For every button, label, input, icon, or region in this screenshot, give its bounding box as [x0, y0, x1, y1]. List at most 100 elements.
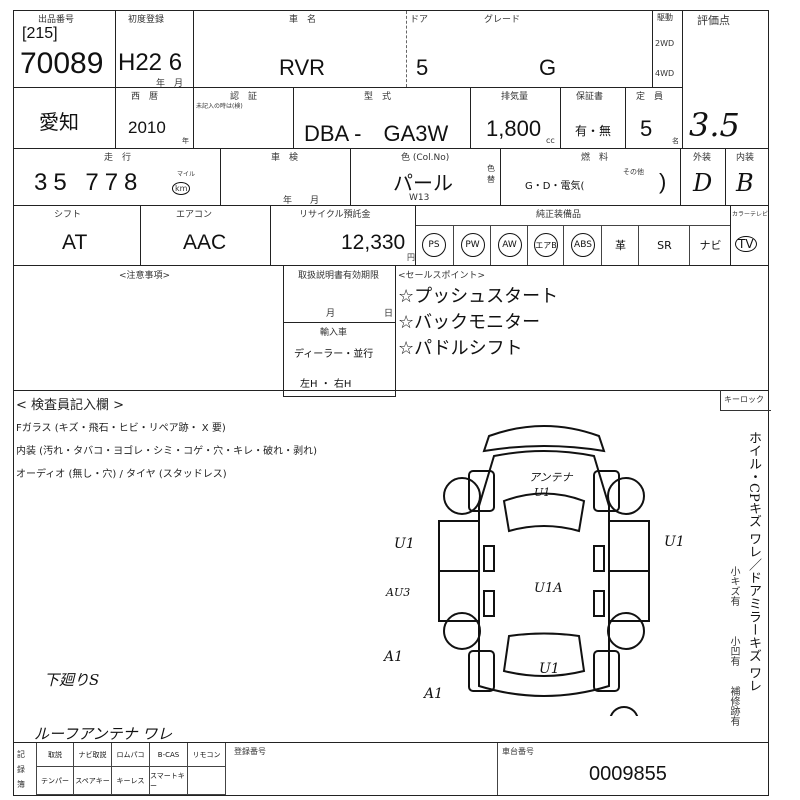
bottom-equip-keyless: キーレス [112, 767, 150, 795]
audio-tire-line: オーディオ (無し・穴) / タイヤ (スタッドレス) [16, 469, 227, 480]
mark-quarter: A1 [384, 649, 404, 665]
first-reg-unit: 年 月 [156, 79, 184, 89]
chassis-label: 車台番号 [502, 747, 534, 756]
model-label: 型 式 [364, 92, 392, 102]
side-note: ホイル・CPキズ ワレ／ドアミラーキズ ワレ [746, 431, 761, 692]
cap-label: 定 員 [636, 92, 664, 102]
bottom-row: 記録簿 取説 ナビ取説 ロムパコ B-CAS リモコン テンパー スペアキー キ… [13, 742, 769, 796]
mark-roof: U1 [534, 486, 551, 499]
mark-antenna: アンテナ [529, 471, 573, 484]
chassis-number: 0009855 [589, 763, 667, 785]
color-cell: 色 (Col.No) パール W13 色替 [350, 148, 501, 206]
equip-aw-label: AW [497, 233, 522, 257]
color-change-label: 色替 [487, 164, 495, 184]
int-value: B [736, 169, 754, 197]
side-note-repair: 補修跡有 [728, 686, 739, 726]
equip-abs-label: ABS [571, 233, 595, 257]
car-name: RVR [279, 55, 326, 80]
bottom-equip-manual: 取説 [36, 743, 74, 767]
lot-prefix: [215] [22, 25, 58, 42]
shaken-cell: 車 検 年 月 [220, 148, 351, 206]
reg-number-label: 登録番号 [234, 747, 266, 756]
import-cell: 輸入車 ディーラー・並行 左H ・ 右H [283, 322, 396, 397]
region: 愛知 [39, 112, 79, 134]
equip-leather: 革 [601, 225, 639, 265]
shift-label: シフト [54, 210, 82, 220]
drive-2wd: 2WD [655, 39, 675, 48]
fuel-value: G・D・電気( [525, 181, 585, 192]
color-code: W13 [409, 193, 430, 203]
shift-value: AT [62, 231, 88, 254]
equip-sr: SR [638, 225, 690, 265]
fuel-label: 燃 料 [581, 153, 609, 163]
mark-left-door: U1 [394, 536, 415, 552]
fuel-other: その他 [623, 168, 644, 176]
bottom-equip-navi-manual: ナビ取説 [74, 743, 112, 767]
interior-line: 内装 (汚れ・タバコ・ヨゴレ・シミ・コゲ・穴・キレ・破れ・剥れ) [16, 446, 317, 457]
import-value: ディーラー・並行 [294, 349, 374, 360]
mark-right-door: U1 [664, 534, 685, 550]
fuel-close: ) [659, 169, 667, 194]
displacement-cell: 排気量 1,800 cc [470, 87, 561, 149]
equip-pw: PW [453, 225, 491, 265]
notes-cell: <注意事項> [13, 265, 284, 391]
year-value: 2010 [128, 118, 166, 137]
bottom-equip-empty [188, 767, 226, 795]
shaken-unit: 年 月 [283, 196, 320, 206]
year-unit: 年 [182, 137, 189, 145]
warranty-cell: 保証書 有・無 [560, 87, 626, 149]
recycle-cell: リサイクル預託金 12,330 円 [270, 205, 416, 266]
tv-value: TV [735, 236, 757, 252]
equip-pw-label: PW [460, 233, 485, 257]
shift-cell: シフト AT [13, 205, 141, 266]
keylock-box: キーロック [720, 390, 771, 411]
model-value: DBA - GA3W [304, 121, 449, 146]
mileage-label: 走 行 [104, 153, 132, 163]
door-label: ドア [410, 15, 429, 25]
door-value: 5 [416, 55, 429, 80]
first-reg-cell: 初度登録 H22 6 年 月 [115, 10, 194, 89]
equip-sr-label: SR [657, 238, 672, 252]
windshield-line: Fガラス (キズ・飛石・ヒビ・リペア跡・ X 要) [16, 423, 226, 434]
equip-airbag-label: エアB [534, 233, 558, 257]
mark-rear: U1 [539, 661, 560, 677]
region-cell: 愛知 [13, 87, 116, 149]
notes-label: <注意事項> [119, 271, 171, 281]
mark-rear-bumper: A1 [424, 686, 444, 702]
drive-4wd: 4WD [655, 69, 675, 78]
tv-cell: カラーテレビ TV [730, 205, 769, 266]
warranty-value: 有・無 [575, 124, 612, 138]
sales-points-cell: <セールスポイント> ☆プッシュスタート ☆バックモニター ☆パドルシフト [395, 265, 769, 391]
cert-sub: 未記入の時は(検) [196, 103, 243, 110]
first-reg-label: 初度登録 [128, 15, 165, 25]
equip-navi-label: ナビ [699, 239, 722, 252]
ac-cell: エアコン AAC [140, 205, 271, 266]
recycle-unit: 円 [407, 253, 415, 262]
color-label: 色 (Col.No) [401, 153, 450, 163]
mark-rear-door: AU3 [386, 586, 411, 599]
manual-cell: 取扱説明書有効期限 月 日 [283, 265, 396, 323]
inspection-title: < 検査員記入欄 > [16, 398, 125, 413]
lot-label: 出品番号 [38, 15, 75, 25]
equip-aw: AW [490, 225, 528, 265]
year-cell: 西 暦 2010 年 [115, 87, 194, 149]
ext-value: D [693, 169, 713, 197]
mileage-value: 35 778 [34, 169, 144, 196]
interior-cell: 内装 B [725, 148, 769, 206]
equip-abs: ABS [563, 225, 602, 265]
year-label: 西 暦 [131, 92, 159, 102]
bottom-equip-sparekey: スペアキー [74, 767, 112, 795]
exterior-cell: 外装 D [680, 148, 726, 206]
name-label: 車 名 [289, 15, 317, 25]
sales-label: <セールスポイント> [398, 271, 486, 281]
mileage-cell: 走 行 35 778 マイル km [13, 148, 221, 206]
grade-label: グレード [484, 15, 521, 25]
sales-point: ☆プッシュスタート [398, 286, 559, 307]
cap-value: 5 [640, 116, 653, 141]
manual-label: 取扱説明書有効期限 [298, 271, 380, 281]
mark-roof-antenna: ルーフアンテナ ワレ [34, 725, 173, 743]
fuel-cell: 燃 料 G・D・電気( その他 ) [500, 148, 681, 206]
mark-underbody: 下廻りS [44, 671, 100, 689]
mark-center: U1A [534, 581, 563, 596]
